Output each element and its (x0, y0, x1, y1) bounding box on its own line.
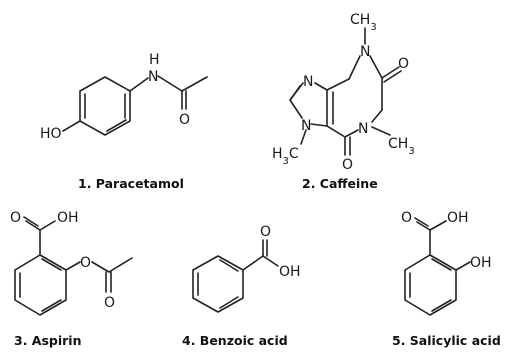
paracetamol-bonds (62, 75, 208, 136)
caffeine-bonds (289, 27, 402, 156)
molecule-benzoic-acid: O OH 4. Benzoic acid (182, 224, 301, 348)
caffeine-caption: 2. Caffeine (302, 176, 378, 191)
aspirin-acid-hydroxyl-label: OH (57, 210, 79, 226)
salicylic-acid-bonds (404, 217, 471, 316)
caffeine-carbonyl-oxygen-bottom-label: O (342, 157, 353, 173)
molecule-salicylic-acid: O OH OH 5. Salicylic acid (392, 210, 501, 348)
benzoic-acid-caption: 4. Benzoic acid (182, 333, 288, 348)
salicylic-acid-acid-hydroxyl-label: OH (447, 210, 469, 226)
salicylic-acid-ring-hydroxyl-label: OH (470, 255, 492, 271)
caffeine-methyl-right-label: CH3 (388, 136, 415, 157)
aspirin-caption: 3. Aspirin (14, 333, 82, 348)
aspirin-ester-carbonyl-oxygen-label: O (104, 295, 115, 311)
caffeine-nitrogen-right-label: N (358, 121, 368, 137)
aspirin-ester-oxygen-label: O (80, 255, 91, 271)
benzoic-acid-carbonyl-oxygen-label: O (260, 224, 271, 240)
paracetamol-caption: 1. Paracetamol (78, 176, 184, 191)
benzoic-acid-hydroxyl-label: OH (279, 264, 301, 280)
benzoic-acid-bonds (192, 239, 279, 313)
paracetamol-carbonyl-oxygen-label: O (179, 112, 190, 128)
paracetamol-hydroxyl-label: HO (40, 126, 62, 142)
paracetamol-nh-hydrogen-label: H (149, 52, 160, 68)
paracetamol-nitrogen-label: N (148, 69, 158, 85)
caffeine-nitrogen-imidazole-top-label: N (303, 74, 313, 90)
aspirin-bonds (14, 216, 133, 316)
molecule-caffeine: N N N N O O CH3 CH3 H3C 2. Caffeine (272, 12, 415, 191)
caffeine-carbonyl-oxygen-right-label: O (398, 56, 409, 72)
salicylic-acid-carbonyl-oxygen-label: O (401, 210, 412, 226)
molecule-paracetamol: HO N H O 1. Paracetamol (40, 52, 208, 191)
salicylic-acid-caption: 5. Salicylic acid (392, 333, 501, 348)
caffeine-methyl-top-label: CH3 (350, 12, 377, 33)
aspirin-carbonyl-oxygen-label: O (10, 210, 21, 226)
caffeine-nitrogen-top-label: N (360, 44, 370, 60)
caffeine-methyl-left-label: H3C (272, 146, 299, 167)
molecule-aspirin: O OH O O 3. Aspirin (10, 210, 133, 348)
caffeine-nitrogen-imidazole-bottom-label: N (301, 118, 311, 134)
